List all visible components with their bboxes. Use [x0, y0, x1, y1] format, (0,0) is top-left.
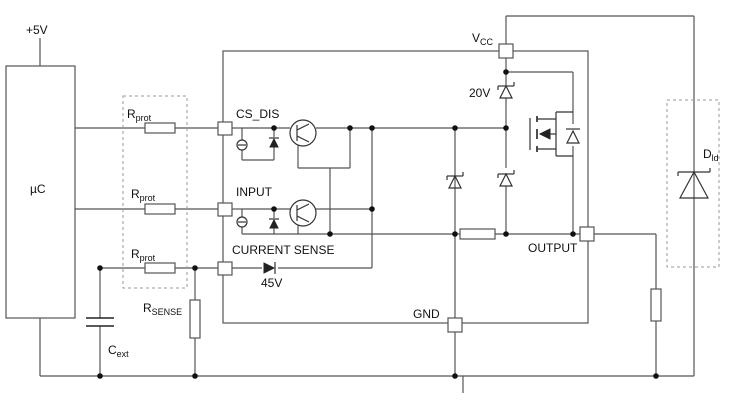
load-resistor — [650, 288, 662, 322]
diode-small-1 — [269, 137, 279, 148]
vcc-label: VCC — [472, 31, 494, 47]
pin-output — [579, 226, 595, 242]
rprot-resistor-3 — [144, 262, 176, 274]
diode-small-2 — [269, 218, 279, 229]
rprot-resistor-2 — [144, 203, 176, 215]
zener-20-label: 20V — [469, 86, 490, 100]
body-diode — [566, 128, 580, 144]
cext-label: Cext — [108, 343, 129, 359]
wires — [39, 15, 695, 393]
zener-gnd — [446, 172, 464, 189]
rsense-label: RSENSE — [143, 301, 182, 317]
dld-label: Dld — [703, 147, 719, 163]
supply-label: +5V — [26, 23, 48, 37]
zener-45v — [263, 262, 276, 274]
rprot-label-2: Rprot — [131, 187, 156, 203]
microcontroller-box — [5, 65, 76, 319]
current-source-1 — [236, 139, 248, 151]
pin-vcc — [498, 43, 514, 59]
cs-dis-label: CS_DIS — [236, 107, 279, 121]
dld-diode — [677, 168, 711, 199]
output-label: OUTPUT — [528, 241, 578, 255]
zener-lower — [497, 170, 515, 187]
pin-current-sense — [217, 261, 233, 276]
pin-cs-dis — [217, 121, 233, 136]
microcontroller-label: µC — [30, 182, 46, 196]
transistor-1 — [289, 119, 317, 147]
rprot-label-3: Rprot — [131, 247, 156, 263]
rprot-label-1: Rprot — [127, 107, 152, 123]
junction-dots — [97, 69, 659, 379]
internal-resistor — [459, 228, 496, 240]
pin-gnd — [447, 317, 463, 333]
ic-box — [222, 50, 589, 324]
rprot-group — [122, 95, 188, 289]
pin-input — [217, 202, 233, 217]
power-mosfet — [529, 111, 573, 157]
cext-capacitor — [86, 317, 114, 327]
transistor-2 — [289, 199, 317, 227]
current-source-2 — [236, 216, 248, 228]
current-sense-label: CURRENT SENSE — [232, 243, 334, 257]
dld-group — [666, 99, 720, 268]
input-label: INPUT — [236, 185, 273, 199]
gnd-label: GND — [413, 307, 440, 321]
rsense-resistor — [189, 299, 201, 339]
zener-20v — [497, 82, 515, 99]
zener-45-label: 45V — [261, 276, 282, 290]
rprot-resistor-1 — [144, 122, 176, 134]
